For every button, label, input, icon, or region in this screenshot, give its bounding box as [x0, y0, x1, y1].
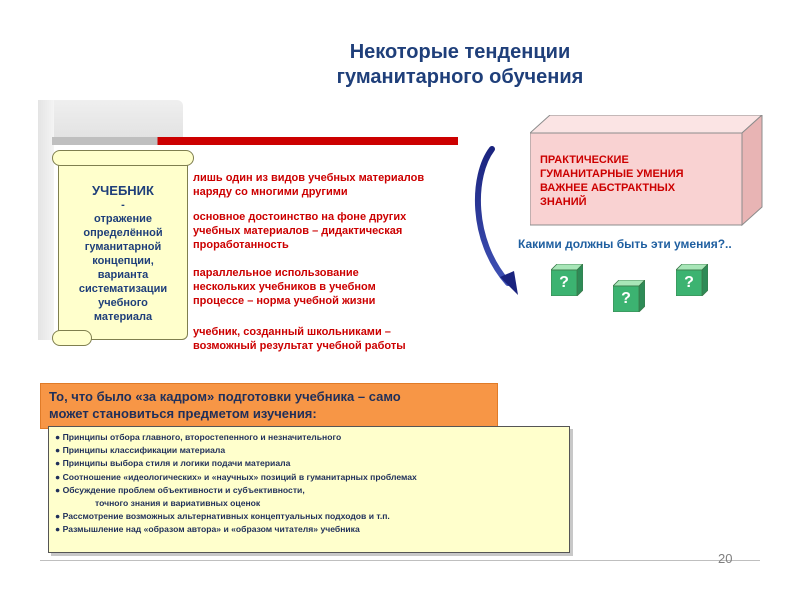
point-line: наряду со многими другими — [193, 186, 348, 198]
scroll-heading: УЧЕБНИК — [92, 183, 154, 198]
point-2: основное достоинство на фоне других учеб… — [193, 210, 406, 252]
skills-box-line: ВАЖНЕЕ АБСТРАКТНЫХ — [540, 182, 676, 194]
list-item: ● Соотношение «идеологических» и «научны… — [55, 471, 417, 482]
scroll-line: концепции, — [92, 255, 154, 267]
decorative-gray-block — [38, 100, 183, 140]
point-line: лишь один из видов учебных материалов — [193, 172, 425, 184]
list-item-continuation: точного знания и вариативных оценок — [95, 498, 261, 509]
question-cube: ? — [612, 279, 646, 313]
scroll-line: определённой — [83, 227, 163, 239]
principles-list: ● Принципы отбора главного, второстепенн… — [48, 426, 570, 553]
list-item: ● Принципы отбора главного, второстепенн… — [55, 432, 342, 442]
skills-box-line: ЗНАНИЙ — [540, 196, 587, 208]
skills-box-line: ПРАКТИЧЕСКИЕ — [540, 154, 629, 166]
point-line: параллельное использование — [193, 267, 359, 279]
point-line: учебных материалов – дидактическая — [193, 225, 403, 237]
scroll-roll-bottom — [52, 330, 92, 346]
question-mark: ? — [621, 290, 631, 307]
point-3: параллельное использование нескольких уч… — [193, 266, 376, 308]
question-mark: ? — [684, 274, 694, 291]
point-line: учебник, созданный школьниками – — [193, 326, 391, 338]
scroll-dash: - — [121, 199, 125, 211]
point-line: проработанность — [193, 239, 289, 251]
scroll-line: систематизации — [78, 283, 168, 295]
list-item: ● Принципы выбора стиля и логики подачи … — [55, 458, 291, 469]
cube-icon — [550, 263, 584, 297]
scroll-line: учебного — [98, 297, 148, 309]
callout-line: То, что было «за кадром» подготовки учеб… — [49, 389, 401, 404]
scroll-line: материала — [93, 311, 153, 323]
skills-box-3d — [530, 115, 763, 227]
cube-icon — [612, 279, 646, 313]
study-subject-callout: То, что было «за кадром» подготовки учеб… — [40, 383, 498, 429]
point-line: нескольких учебников в учебном — [193, 281, 376, 293]
curved-arrow-icon — [474, 146, 518, 295]
skills-question: Какими должны быть эти умения?.. — [518, 237, 732, 251]
list-item: ● Обсуждение проблем объективности и суб… — [55, 484, 305, 495]
slide-title-line-1: Некоторые тенденции — [349, 41, 571, 63]
scroll-text: УЧЕБНИК - отражение определённой гуманит… — [58, 183, 188, 324]
scroll-line: варианта — [97, 269, 149, 281]
decorative-gray-stem — [38, 100, 54, 340]
slide-title-line-2: гуманитарного обучения — [336, 66, 584, 88]
list-item: ● Принципы классификации материала — [55, 445, 226, 456]
skills-box-text: ПРАКТИЧЕСКИЕ ГУМАНИТАРНЫЕ УМЕНИЯ ВАЖНЕЕ … — [540, 153, 684, 209]
point-line: основное достоинство на фоне других — [193, 211, 407, 223]
page-number: 20 — [718, 551, 733, 566]
question-mark: ? — [559, 274, 569, 291]
skills-box-line: ГУМАНИТАРНЫЕ УМЕНИЯ — [540, 168, 684, 180]
list-item: ● Размышление над «образом автора» и «об… — [55, 524, 360, 535]
point-line: возможный результат учебной работы — [193, 340, 406, 352]
page-divider — [40, 560, 760, 561]
scroll-line: отражение — [94, 213, 152, 225]
callout-line: может становиться предметом изучения: — [49, 406, 317, 421]
point-1: лишь один из видов учебных материалов на… — [193, 171, 424, 199]
question-cube: ? — [550, 263, 584, 297]
point-4: учебник, созданный школьниками – возможн… — [193, 325, 406, 353]
slide-title: Некоторые тенденции гуманитарного обучен… — [300, 40, 620, 90]
scroll-roll-top — [52, 150, 194, 166]
scroll-line: гуманитарной — [84, 241, 162, 253]
textbook-scroll — [58, 155, 188, 340]
decorative-red-bar — [52, 137, 458, 145]
point-line: процессе – норма учебной жизни — [193, 295, 376, 307]
question-cube: ? — [675, 263, 709, 297]
list-item: ● Рассмотрение возможных альтернативных … — [55, 511, 390, 522]
